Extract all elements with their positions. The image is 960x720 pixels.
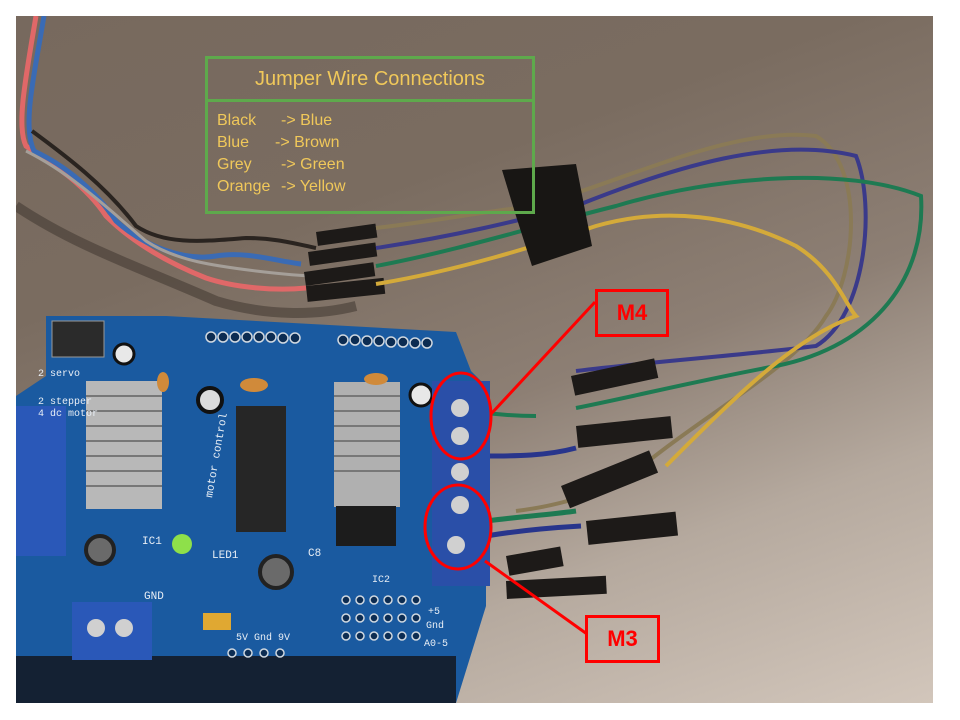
terminal-block-left	[16, 406, 152, 660]
m3-connector-line	[484, 559, 588, 636]
legend-to: -> Blue	[281, 112, 333, 129]
pcb-text-stepper: 2 stepper	[38, 397, 92, 408]
terminal-block-right	[432, 381, 490, 586]
legend-row: Orange -> Yellow	[217, 176, 532, 198]
m4-connector-line	[489, 300, 597, 416]
header-pins	[51, 320, 105, 358]
legend-to: -> Yellow	[281, 178, 346, 195]
pcb-text-plus5: +5	[428, 607, 440, 618]
legend-title: Jumper Wire Connections	[254, 67, 486, 90]
legend-header: Jumper Wire Connections	[208, 59, 532, 102]
pcb-text-led1: LED1	[212, 550, 239, 562]
legend-from: Blue	[217, 134, 250, 151]
motor-driver-chip	[236, 406, 286, 532]
capacitors	[84, 342, 434, 590]
legend-to: -> Green	[281, 156, 345, 173]
wire-blue-m4	[485, 445, 577, 459]
wire-yellow	[375, 213, 860, 468]
top-header-holes	[205, 331, 433, 349]
bottom-header-holes	[227, 595, 421, 658]
legend-to: -> Brown	[275, 134, 340, 151]
legend-from: Black	[217, 112, 257, 129]
legend-list: Black -> Blue Blue -> Brown Grey -> Gree…	[208, 102, 532, 198]
legend-from: Grey	[217, 156, 252, 173]
pcb-text-gnd: GND	[144, 591, 164, 603]
sensor-cable-black	[30, 129, 317, 250]
jumper-housings-cable-side	[303, 223, 386, 302]
m4-callout-label: M4	[595, 289, 669, 337]
sensor-cable-red	[19, 16, 307, 292]
sensor-cable-blue	[26, 16, 302, 267]
legend-row: Blue -> Brown	[217, 132, 532, 154]
jumper-wire-legend: Jumper Wire Connections Black -> Blue Bl…	[205, 56, 535, 214]
m3-highlight-circle	[423, 483, 493, 571]
wire-green-m3	[485, 508, 577, 524]
electrical-tape	[502, 164, 592, 266]
pcb-text-a0-5: A0-5	[424, 639, 448, 650]
heatsink-right	[334, 382, 400, 546]
sensor-cable-grey	[25, 149, 317, 278]
pcb-text-ic1: IC1	[142, 536, 162, 548]
m4-highlight-circle	[429, 371, 493, 461]
pcb-text-dc: 4 dc motor	[38, 408, 98, 420]
m3-callout-label: M3	[585, 615, 660, 663]
pcb-text-servo: 2 servo	[38, 369, 80, 380]
legend-row: Grey -> Green	[217, 154, 532, 176]
legend-row: Black -> Blue	[217, 110, 532, 132]
jumper-housings-board-side	[505, 358, 679, 599]
pcb-text-gnd-right: Gnd	[426, 620, 444, 632]
pcb-text-5v-gnd-9v: 5V Gnd 9V	[236, 632, 290, 644]
led-green	[172, 534, 192, 554]
power-jumper	[203, 613, 231, 630]
motor-shield-photo: motor control IC1 LED1 C8 GND 5V Gnd 9V …	[16, 16, 933, 703]
photo-scene: motor control IC1 LED1 C8 GND 5V Gnd 9V …	[16, 16, 924, 703]
legend-from: Orange	[217, 178, 271, 195]
pcb-text-ic2: IC2	[372, 575, 390, 586]
cable-shadow	[16, 201, 358, 318]
pcb-dark-band	[16, 656, 456, 703]
pcb-text-c8: C8	[308, 548, 321, 560]
heatsink-left	[86, 381, 162, 509]
wire-blue-m3	[485, 523, 582, 539]
